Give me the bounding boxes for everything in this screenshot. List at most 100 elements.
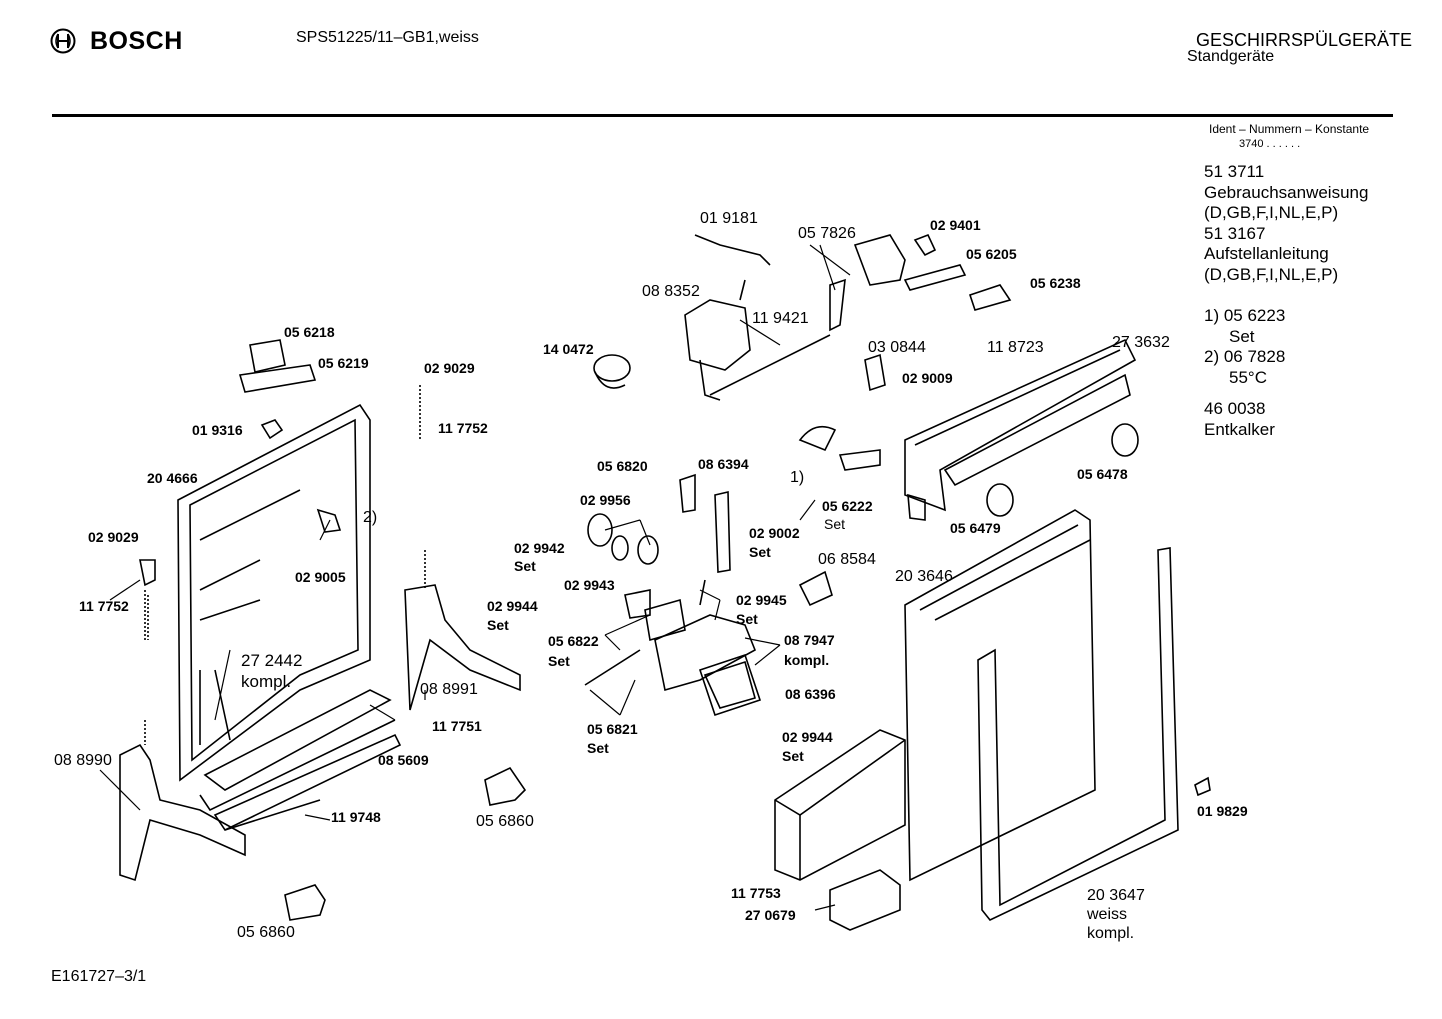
clip-parts [284,766,527,921]
outer-frame [977,547,1179,921]
part-label: 02 9401 [930,217,981,233]
part-label: 08 6396 [785,686,836,702]
category-subtitle: Standgeräte [1187,48,1275,65]
door-inner-frame [177,403,371,782]
part-label: 11 9421 [752,310,809,327]
part-label: 08 8990 [54,752,112,769]
plinth [774,729,906,881]
part-label: 05 6860 [237,924,295,941]
note-manual-number: 51 3711 [1204,162,1265,181]
part-label: Set [824,516,846,532]
hinge-arm-middle [404,385,521,711]
part-label: Set [548,653,570,669]
part-label: 08 5609 [378,752,429,768]
part-label: 11 7752 [79,598,129,614]
part-label: 11 7751 [432,718,482,734]
note-install-langs: (D,GB,F,I,NL,E,P) [1204,265,1339,284]
part-label: kompl. [241,672,292,691]
bosch-logo-icon [50,28,76,54]
part-label: 02 9944 [487,598,538,614]
part-label: Set [736,611,758,627]
note-footnote-2: 2) 06 7828 [1204,347,1286,366]
ident-heading: Ident – Nummern – Konstante [1209,122,1370,136]
part-label: 05 6218 [284,324,335,340]
header-rule [52,114,1393,117]
part-label: 20 3646 [895,568,953,585]
part-label: kompl. [784,652,830,668]
part-label: 05 6820 [597,458,648,474]
part-label: 05 6479 [950,520,1001,536]
brand-name: BOSCH [90,26,183,55]
door-rails [199,689,402,832]
part-label: 02 9942 [514,540,565,556]
screw [1194,776,1211,797]
hinge-left [119,559,246,882]
part-label: 05 6219 [318,355,369,371]
note-footnote-1-set: Set [1229,327,1255,346]
category-title: GESCHIRRSPÜLGERÄTE [1195,30,1412,50]
part-label: 02 9005 [295,569,346,585]
latch-parts [238,339,342,533]
part-label: Set [749,544,771,560]
dial-knob [593,354,631,389]
selector-switch [798,425,881,471]
part-label: 02 9002 [749,525,800,541]
part-label: 08 7947 [784,632,835,648]
part-label: 03 0844 [868,339,926,356]
model-number: SPS51225/11–GB1,weiss [296,29,479,46]
note-install-number: 51 3167 [1204,224,1266,243]
note-manual-label: Gebrauchsanweisung [1204,183,1369,202]
note-footnote-1: 1) 05 6223 [1204,306,1286,325]
part-label: 05 6860 [476,813,534,830]
ident-value: 3740 . . . . . . [1239,138,1301,150]
note-footnote-2-temp: 55°C [1229,368,1267,387]
bracket [798,570,833,607]
part-label: Set [487,617,509,633]
part-label: 20 4666 [147,470,198,486]
part-label: 05 7826 [798,225,856,242]
part-label: Set [587,740,609,756]
drawing-number: E161727–3/1 [51,968,147,985]
part-label: 02 9944 [782,729,833,745]
part-label: 05 6205 [966,246,1017,262]
part-label: 02 9029 [424,360,475,376]
note-descaler-label: Entkalker [1204,420,1275,439]
part-label: 14 0472 [543,341,594,357]
switch-cluster [829,233,1012,392]
part-label: weiss [1087,906,1128,923]
part-label: 02 9956 [580,492,631,508]
note-manual-langs: (D,GB,F,I,NL,E,P) [1204,203,1339,222]
part-label: 01 9181 [700,210,758,227]
side-panel [904,509,1096,882]
part-label: 11 9748 [331,809,381,825]
brand: BOSCH [50,28,183,54]
part-label: 05 6821 [587,721,638,737]
part-label: 05 6238 [1030,275,1081,291]
note-descaler-number: 46 0038 [1204,399,1266,418]
part-label: 01 9316 [192,422,243,438]
part-label: 08 6394 [698,456,749,472]
part-label: 1) [790,469,805,486]
foot-unit [829,869,901,931]
note-install-label: Aufstellanleitung [1204,244,1329,263]
leader-lines [99,244,851,911]
part-label: 27 0679 [745,907,796,923]
part-label: 02 9029 [88,529,139,545]
part-label: 11 7752 [438,420,488,436]
part-label: Set [782,748,804,764]
part-label: 05 6222 [822,498,873,514]
part-label: 08 8352 [642,283,700,300]
part-label: 01 9829 [1197,803,1248,819]
part-label: 06 8584 [818,551,876,568]
part-label: 02 9945 [736,592,787,608]
part-label: 27 3632 [1112,334,1170,351]
part-label: kompl. [1087,925,1135,942]
timer-module [684,234,831,401]
dispenser-assembly [584,473,762,717]
part-label: 05 6478 [1077,466,1128,482]
part-label: 11 7753 [731,885,781,901]
part-label: 20 3647 [1087,887,1145,904]
part-label: 11 8723 [987,339,1044,356]
program-knobs [986,423,1139,517]
